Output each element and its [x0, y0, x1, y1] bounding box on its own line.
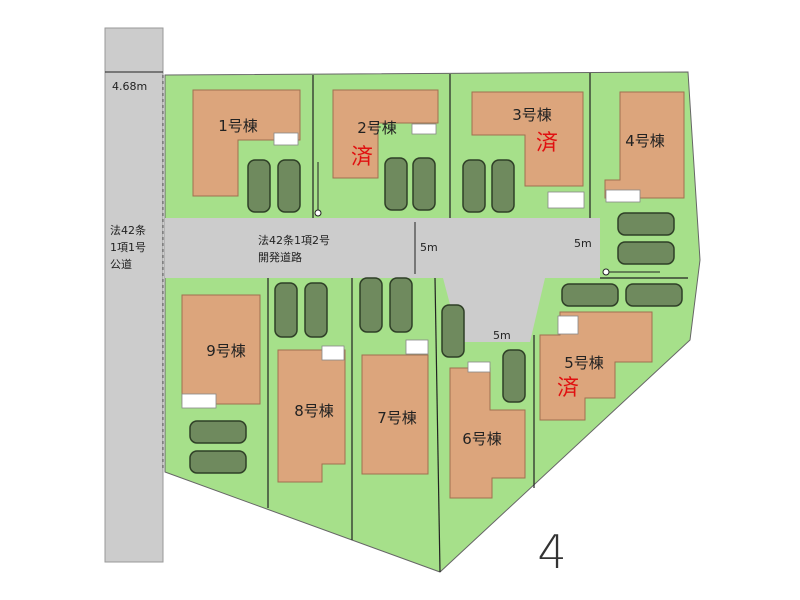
car — [277, 159, 301, 213]
house-6 — [449, 367, 526, 499]
car — [389, 277, 413, 333]
cars — [189, 157, 683, 474]
lot-9-label: 9号棟 — [206, 342, 246, 360]
car — [561, 283, 619, 307]
lot-1-label: 1号棟 — [218, 117, 258, 135]
car — [189, 450, 247, 474]
car — [247, 159, 271, 213]
house-1 — [192, 89, 301, 197]
car — [617, 241, 675, 265]
dev-road-label-2: 開発道路 — [258, 250, 302, 264]
public-road-label-2: 1項1号 — [110, 241, 146, 254]
house-3 — [471, 91, 584, 187]
house-5 — [539, 311, 653, 421]
house-9 — [181, 294, 261, 405]
dev-road-label-1: 法42条1項2号 — [258, 233, 330, 247]
car — [441, 304, 465, 358]
lot-5-sold-mark: 済 — [557, 376, 579, 401]
dev-road-width-c: 5m — [493, 329, 511, 342]
dev-road-width-b: 5m — [574, 237, 592, 250]
north-arrow-icon: 4 — [537, 525, 566, 579]
entrances — [181, 123, 641, 409]
lot-3-label: 3号棟 — [512, 106, 552, 124]
car — [502, 349, 526, 403]
car — [274, 282, 298, 338]
car — [304, 282, 328, 338]
lot-5-label: 5号棟 — [564, 354, 604, 372]
dev-road-width-a: 5m — [420, 241, 438, 254]
houses — [181, 89, 685, 499]
car — [462, 159, 486, 213]
public-road-label-3: 公道 — [110, 257, 132, 271]
car — [359, 277, 383, 333]
public-road — [104, 27, 164, 563]
house-4 — [604, 91, 685, 199]
lot-7-label: 7号棟 — [377, 409, 417, 427]
house-7 — [361, 354, 429, 475]
public-road-label-1: 法42条 — [110, 223, 146, 237]
public-road-width: 4.68m — [112, 80, 147, 93]
lot-2-label: 2号棟 — [357, 119, 397, 137]
development-road — [165, 218, 600, 342]
car — [189, 420, 247, 444]
car — [491, 159, 515, 213]
lot-4-label: 4号棟 — [625, 132, 665, 150]
dimension-lines — [105, 71, 660, 276]
car — [625, 283, 683, 307]
lot-2-sold-mark: 済 — [351, 145, 373, 170]
car — [412, 157, 436, 211]
lot-8-label: 8号棟 — [294, 402, 334, 420]
house-2 — [332, 89, 439, 179]
car — [617, 212, 675, 236]
lot-boundaries — [267, 73, 688, 573]
lot-3-sold-mark: 済 — [536, 131, 558, 156]
car — [384, 157, 408, 211]
house-8 — [277, 349, 346, 483]
lot-6-label: 6号棟 — [462, 430, 502, 448]
